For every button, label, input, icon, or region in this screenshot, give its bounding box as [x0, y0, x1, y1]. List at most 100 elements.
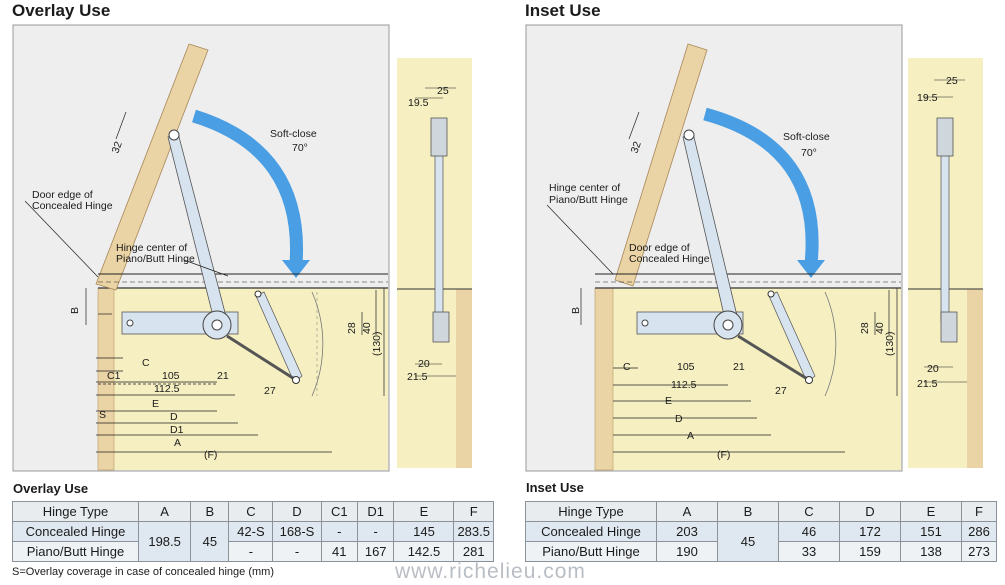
table-row: Concealed Hinge 203 45 46 172 151 286 [525, 521, 997, 562]
overlay-table-title: Overlay Use [13, 481, 89, 496]
overlay-dim-e: E [152, 398, 159, 410]
col-b: B [717, 501, 779, 522]
overlay-angle-label: 70° [292, 142, 308, 154]
col-f: F [453, 501, 494, 522]
footnote: S=Overlay coverage in case of concealed … [12, 566, 274, 578]
table-row: Concealed Hinge 198.5 45 42-S 168-S - - … [12, 521, 494, 562]
watermark: www.richelieu.com [395, 560, 586, 583]
value-d: 168-S [272, 521, 322, 542]
overlay-dim-130: (130) [371, 331, 383, 356]
col-e: E [900, 501, 962, 522]
col-d: D [839, 501, 901, 522]
inset-side-dim-20: 20 [927, 363, 939, 375]
overlay-side-dim-19-5: 19.5 [408, 97, 429, 109]
overlay-side-dim-25: 25 [437, 85, 449, 97]
col-c1: C1 [320, 501, 358, 522]
value-c: 46 [778, 521, 840, 542]
overlay-dim-27: 27 [264, 385, 276, 397]
inset-table-title: Inset Use [526, 480, 584, 495]
overlay-side-dim-21-5: 21.5 [407, 371, 428, 383]
overlay-soft-close-label: Soft-close [270, 128, 317, 140]
overlay-title: Overlay Use [12, 1, 111, 20]
inset-dim-40: 40 [874, 322, 886, 334]
inset-dim-27: 27 [775, 385, 787, 397]
inset-table-header-row: Hinge Type A B C D E F [525, 501, 997, 522]
overlay-dim-d: D [170, 411, 178, 423]
inset-soft-close-label: Soft-close [783, 131, 830, 143]
value-f: 281 [453, 541, 494, 562]
col-c: C [228, 501, 274, 522]
inset-hinge-center-label-2: Piano/Butt Hinge [549, 194, 628, 206]
inset-dim-d: D [675, 413, 683, 425]
inset-diagram: Soft-close 70° Hinge center of Piano/But… [525, 24, 1005, 473]
inset-dim-112-5: 112.5 [671, 379, 697, 391]
value-e: 142.5 [393, 541, 455, 562]
overlay-dim-32: 32 [110, 140, 125, 155]
hinge-type: Piano/Butt Hinge [12, 541, 139, 562]
table-row: Piano/Butt Hinge - - 41 167 142.5 281 [12, 541, 494, 562]
value-a: 190 [656, 541, 718, 562]
inset-spec-table: Hinge Type A B C D E F Concealed Hinge 2… [525, 501, 997, 562]
inset-dim-130: (130) [884, 331, 896, 356]
inset-side-dim-25: 25 [946, 75, 958, 87]
value-e: 145 [393, 521, 455, 542]
overlay-dim-c1: C1 [107, 370, 121, 382]
hinge-type: Piano/Butt Hinge [525, 541, 657, 562]
col-d1: D1 [356, 501, 395, 522]
table-row: Piano/Butt Hinge 190 33 159 138 273 [525, 541, 997, 562]
inset-title: Inset Use [525, 1, 601, 20]
inset-dim-105: 105 [677, 361, 695, 373]
value-d: - [272, 541, 322, 562]
overlay-door-edge-label-1: Door edge of [32, 189, 93, 201]
value-d1: - [356, 521, 395, 542]
value-c: - [228, 541, 274, 562]
overlay-dim-d1: D1 [170, 424, 184, 436]
inset-door [614, 43, 708, 287]
inset-side-dim-21-5: 21.5 [917, 378, 938, 390]
value-f: 286 [961, 521, 997, 542]
value-a: 198.5 [137, 521, 192, 562]
overlay-dim-112-5: 112.5 [154, 383, 180, 395]
value-f: 273 [961, 541, 997, 562]
value-d1: 167 [356, 541, 395, 562]
inset-dim-a: A [687, 430, 694, 442]
value-c1: - [320, 521, 358, 542]
col-a: A [656, 501, 718, 522]
inset-side-dim-19-5: 19.5 [917, 92, 938, 104]
hinge-type: Concealed Hinge [12, 521, 139, 542]
value-e: 151 [900, 521, 962, 542]
overlay-hinge-center-label-1: Hinge center of [116, 242, 187, 254]
inset-hinge-center-label-1: Hinge center of [549, 182, 620, 194]
overlay-soft-close-arrow [192, 109, 304, 265]
inset-dim-e: E [665, 395, 672, 407]
overlay-diagram: Soft-close 70° Door edge of Concealed Hi… [12, 24, 494, 473]
overlay-dim-s: S [99, 409, 106, 421]
inset-dim-28: 28 [859, 322, 871, 334]
overlay-dim-40: 40 [361, 322, 373, 334]
col-a: A [137, 501, 192, 522]
overlay-dim-b: B [69, 307, 81, 314]
overlay-side-dim-20: 20 [418, 358, 430, 370]
overlay-dim-a: A [174, 437, 181, 449]
value-e: 138 [900, 541, 962, 562]
value-c: 42-S [228, 521, 274, 542]
value-b: 45 [190, 521, 230, 562]
value-a: 203 [656, 521, 718, 542]
col-c: C [778, 501, 840, 522]
inset-angle-label: 70° [801, 147, 817, 159]
inset-door-edge-label-2: Concealed Hinge [629, 253, 710, 265]
inset-dim-b: B [570, 307, 582, 314]
inset-side-wall [594, 287, 614, 471]
overlay-dim-105: 105 [162, 370, 180, 382]
overlay-hinge-center-label-2: Piano/Butt Hinge [116, 253, 195, 265]
overlay-dim-28: 28 [346, 322, 358, 334]
inset-dim-c: C [623, 361, 631, 373]
inset-dim-32: 32 [629, 140, 644, 155]
hinge-type: Concealed Hinge [525, 521, 657, 542]
inset-dim-f: (F) [717, 449, 730, 461]
value-c: 33 [778, 541, 840, 562]
overlay-dim-21: 21 [217, 370, 229, 382]
value-d: 172 [839, 521, 901, 542]
overlay-door-edge-label-2: Concealed Hinge [32, 200, 113, 212]
inset-dim-21: 21 [733, 361, 745, 373]
